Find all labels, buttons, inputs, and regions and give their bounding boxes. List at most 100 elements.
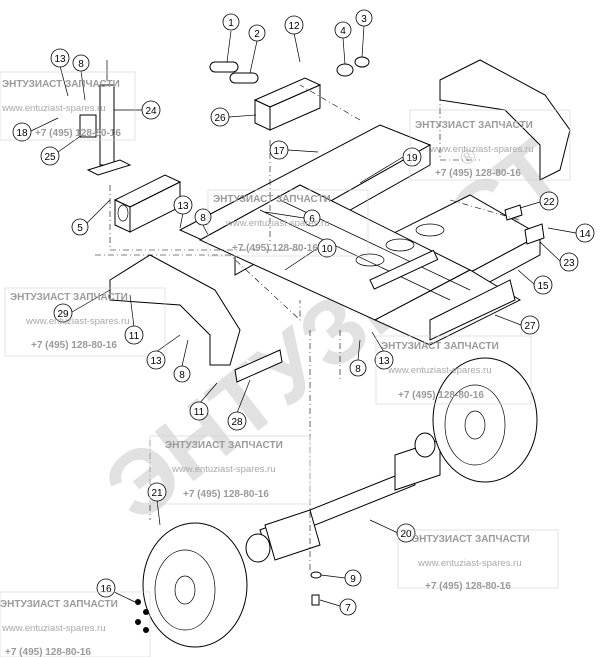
callout-13b: 13 (173, 195, 193, 229)
watermark-url: www.entuziast-spares.ru (429, 144, 533, 155)
callout-14: 14 (547, 223, 595, 243)
top-bracket (253, 77, 322, 131)
watermark-phone: +7 (495) 128-80-16 (398, 390, 484, 401)
callout-label: 5 (77, 223, 83, 234)
watermark-url: www.entuziast-spares.ru (225, 218, 329, 229)
callout-label: 8 (200, 213, 206, 224)
callout-label: 8 (179, 370, 185, 381)
left-fender (109, 254, 241, 366)
callout-2: 2 (248, 24, 266, 74)
watermark-box-6: ЭНТУЗИАСТ ЗАПЧАСТИ www.entuziast-spares.… (149, 435, 311, 505)
callout-label: 29 (57, 309, 69, 320)
callout-3: 3 (355, 9, 373, 58)
watermark-box-1: ЭНТУЗИАСТ ЗАПЧАСТИ www.entuziast-spares.… (0, 71, 136, 141)
callout-label: 15 (537, 281, 549, 292)
callout-13c: 13 (146, 334, 181, 370)
watermark-company: ЭНТУЗИАСТ ЗАПЧАСТИ (165, 440, 283, 451)
callout-1: 1 (222, 13, 240, 63)
callout-label: 23 (563, 258, 575, 269)
callout-10: 10 (284, 238, 337, 271)
callout-8b: 8 (194, 208, 212, 236)
rings (209, 56, 370, 84)
watermark-phone: +7 (495) 128-80-16 (183, 489, 269, 500)
watermark-box-8: ЭНТУЗИАСТ ЗАПЧАСТИ www.entuziast-spares.… (0, 591, 151, 657)
callout-6: 6 (264, 209, 321, 227)
bolts (135, 571, 322, 633)
callout-13a: 13 (50, 48, 70, 97)
watermark-phone: +7 (495) 128-80-16 (425, 581, 511, 592)
callout-8c: 8 (173, 339, 191, 383)
callout-5: 5 (71, 199, 111, 236)
callout-11b: 11 (189, 382, 218, 421)
callout-label: 26 (214, 113, 226, 124)
callout-23: 23 (539, 241, 579, 272)
callout-label: 18 (16, 128, 28, 139)
watermark-company: ЭНТУЗИАСТ ЗАПЧАСТИ (0, 599, 118, 610)
callout-28: 28 (227, 379, 251, 431)
watermark-url: www.entuziast-spares.ru (25, 316, 129, 327)
callout-24: 24 (114, 100, 161, 120)
callout-16: 16 (96, 578, 136, 603)
callout-27: 27 (494, 314, 540, 335)
callout-15: 15 (517, 269, 553, 295)
callout-label: 11 (129, 331, 140, 342)
callout-label: 17 (273, 146, 285, 157)
callout-label: 13 (54, 54, 66, 65)
callout-label: 16 (100, 584, 112, 595)
watermark-url: www.entuziast-spares.ru (387, 365, 491, 376)
watermark-phone: +7 (495) 128-80-16 (31, 340, 117, 351)
callout-label: 28 (231, 417, 243, 428)
watermark-company: ЭНТУЗИАСТ ЗАПЧАСТИ (415, 120, 533, 131)
callout-8a: 8 (72, 54, 90, 101)
callout-label: 13 (177, 201, 189, 212)
callout-label: 12 (288, 21, 300, 32)
callout-17: 17 (269, 140, 319, 160)
callout-label: 22 (543, 197, 555, 208)
callout-11a: 11 (124, 294, 144, 345)
wheel-right (432, 357, 538, 483)
watermark-url: www.entuziast-spares.ru (1, 103, 105, 114)
callout-label: 19 (406, 153, 418, 164)
watermark-company: ЭНТУЗИАСТ ЗАПЧАСТИ (381, 341, 499, 352)
callout-26: 26 (210, 107, 257, 127)
watermark-company: ЭНТУЗИАСТ ЗАПЧАСТИ (10, 292, 128, 303)
watermark-company: ЭНТУЗИАСТ ЗАПЧАСТИ (2, 79, 120, 90)
callout-label: 27 (524, 321, 536, 332)
watermark-phone: +7 (495) 128-80-16 (435, 168, 521, 179)
callout-12: 12 (284, 15, 304, 63)
axle (259, 439, 441, 561)
watermark-phone: +7 (495) 128-80-16 (35, 128, 121, 139)
watermark-url: www.entuziast-spares.ru (417, 558, 521, 569)
callout-7: 7 (319, 598, 357, 616)
callout-label: 25 (44, 152, 56, 163)
callout-label: 8 (78, 59, 84, 70)
callout-label: 13 (378, 356, 390, 367)
callout-label: 1 (228, 18, 234, 29)
front-beam (113, 174, 182, 233)
callout-29: 29 (53, 289, 111, 323)
callout-label: 9 (350, 574, 356, 585)
callout-19: 19 (359, 147, 422, 184)
watermark-box-3: ЭНТУЗИАСТ ЗАПЧАСТИ www.entuziast-spares.… (207, 189, 369, 257)
watermark-url: www.entuziast-spares.ru (1, 623, 105, 634)
callout-8d: 8 (349, 339, 367, 377)
hub (245, 432, 436, 563)
callout-4: 4 (334, 21, 352, 65)
callout-9: 9 (320, 569, 362, 587)
jack-stand (79, 60, 132, 176)
callout-label: 3 (361, 14, 367, 25)
callout-label: 21 (151, 488, 163, 499)
watermark-box-5: ЭНТУЗИАСТ ЗАПЧАСТИ www.entuziast-spares.… (375, 335, 532, 405)
callout-22: 22 (519, 191, 559, 211)
wheel-left (142, 522, 248, 648)
callout-label: 13 (150, 356, 162, 367)
callout-label: 14 (579, 229, 591, 240)
callout-13d: 13 (371, 331, 394, 370)
small-plates (234, 204, 545, 383)
watermark-box-4: ЭНТУЗИАСТ ЗАПЧАСТИ www.entuziast-spares.… (4, 287, 166, 357)
callout-label: 4 (340, 26, 346, 37)
watermark-company: ЭНТУЗИАСТ ЗАПЧАСТИ (412, 534, 530, 545)
watermark-box-7: ЭНТУЗИАСТ ЗАПЧАСТИ www.entuziast-spares.… (397, 529, 559, 592)
callout-label: 10 (321, 244, 333, 255)
